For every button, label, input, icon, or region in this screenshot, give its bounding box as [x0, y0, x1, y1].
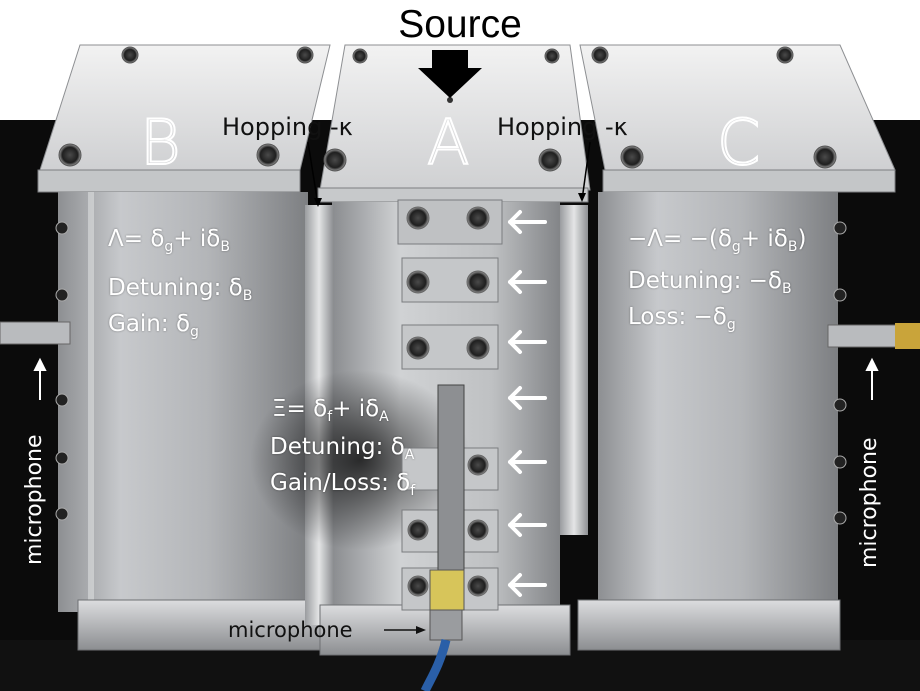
left-arrow-icon	[508, 386, 547, 410]
source-label: Source	[398, 3, 522, 46]
gain-b-sub: g	[190, 324, 199, 340]
loss-c-sub: g	[726, 317, 736, 333]
hopping-left-pointer	[307, 141, 319, 206]
det-c-sub: B	[782, 281, 792, 297]
eq-c-main: −Λ= −(δ	[628, 226, 732, 252]
gain-b-label: Gain: δ	[108, 311, 191, 337]
left-arrow-icon	[508, 513, 547, 537]
eq-c-end: )	[797, 226, 807, 252]
resonator-c-equation: −Λ= −(δg+ iδB)	[628, 226, 807, 255]
det-c-label: Detuning: −δ	[628, 268, 783, 294]
eq-b-sub1: g	[164, 239, 174, 255]
gl-a-label: Gain/Loss: δ	[270, 470, 411, 496]
resonator-b-detuning: Detuning: δB	[108, 275, 253, 304]
left-arrow-icon	[508, 210, 547, 234]
resonator-a-label: A	[426, 106, 470, 179]
resonator-a-gainloss: Gain/Loss: δf	[270, 470, 416, 499]
excitation-arrows	[508, 210, 547, 597]
eq-a-sub2: A	[379, 409, 389, 425]
hopping-right-label: Hopping -κ	[497, 113, 628, 141]
resonator-c-detuning: Detuning: −δB	[628, 268, 792, 297]
det-a-label: Detuning: δ	[270, 434, 405, 460]
eq-a-main: Ξ= δ	[272, 396, 328, 422]
det-a-sub: A	[404, 447, 415, 463]
eq-c-mid: + iδ	[740, 226, 788, 252]
eq-b-mid: + iδ	[173, 226, 221, 252]
gl-a-sub: f	[410, 483, 416, 499]
eq-a-sub1: f	[327, 409, 333, 425]
microphone-right-label: microphone	[857, 437, 882, 568]
resonator-b-gain: Gain: δg	[108, 311, 199, 340]
det-b-label: Detuning: δ	[108, 275, 243, 301]
det-b-sub: B	[242, 288, 253, 304]
eq-a-mid: + iδ	[332, 396, 380, 422]
eq-c-sub1: g	[731, 239, 741, 255]
eq-c-sub2: B	[787, 239, 798, 255]
resonator-b-label: B	[139, 106, 182, 179]
hopping-left-label: Hopping -κ	[222, 113, 353, 141]
resonator-b-equation: Λ= δg+ iδB	[108, 226, 230, 255]
resonator-a-equation: Ξ= δf+ iδA	[272, 396, 389, 425]
resonator-c-loss: Loss: −δg	[628, 304, 736, 333]
source-arrow-icon	[418, 50, 482, 98]
resonator-c-label: C	[716, 106, 761, 179]
left-arrow-icon	[508, 270, 547, 294]
microphone-bottom-label: microphone	[228, 618, 353, 642]
eq-b-main: Λ= δ	[108, 226, 165, 252]
left-arrow-icon	[508, 450, 547, 474]
eq-b-sub2: B	[220, 239, 230, 255]
left-arrow-icon	[508, 573, 547, 597]
hopping-right-pointer	[581, 141, 591, 201]
microphone-left-label: microphone	[22, 434, 47, 565]
loss-c-label: Loss: −δ	[628, 304, 727, 330]
resonator-a-detuning: Detuning: δA	[270, 434, 415, 463]
left-arrow-icon	[508, 330, 547, 354]
